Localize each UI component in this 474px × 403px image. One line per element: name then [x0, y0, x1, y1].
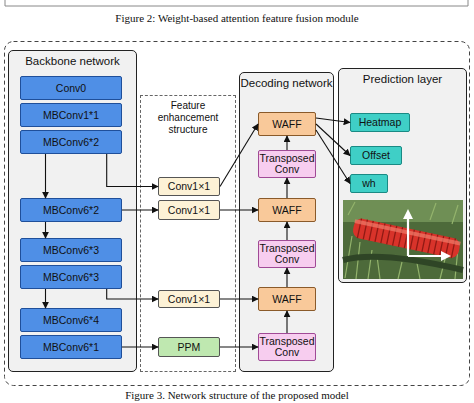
block-label: Offset [362, 150, 390, 161]
conv-block: Conv1×1 [158, 200, 220, 220]
upsample-block: Transposed Conv [258, 240, 316, 268]
conv-block: MBConv6*1 [20, 335, 122, 359]
flow-arrow [286, 136, 287, 150]
panel-heading: Feature enhancement structure [141, 96, 235, 136]
block-label: Heatmap [359, 117, 402, 128]
block-label: wh [362, 178, 375, 189]
conv-block: MBConv6*3 [20, 265, 122, 289]
module-panel: Prediction layerHeatmapOffset wh [338, 68, 467, 283]
output-head: wh [350, 174, 388, 193]
flow-arrow [316, 124, 350, 156]
block-label: Conv1×1 [168, 181, 210, 192]
block-label: WAFF [272, 119, 301, 130]
module-panel: Decoding networkWAFFTransposed ConvWAFFT… [239, 72, 334, 372]
figure-note: Figure 2: Weight-based attention feature… [0, 12, 474, 25]
block-label: WAFF [272, 205, 301, 216]
conv-block: Conv1×1 [158, 177, 220, 196]
block-label: Conv1×1 [168, 205, 210, 216]
block-label: Transposed Conv [259, 336, 315, 358]
block-label: MBConv6*2 [43, 137, 99, 148]
previous-figure-frame [5, 0, 468, 6]
conv-block: Conv1×1 [158, 290, 220, 308]
fusion-block: WAFF [258, 112, 316, 136]
flow-arrow [220, 346, 258, 347]
upsample-block: Transposed Conv [258, 333, 316, 361]
panel-heading: Decoding network [240, 73, 333, 90]
figure-caption: Figure 3. Network structure of the propo… [0, 389, 474, 402]
outer-dashed-frame [5, 42, 470, 386]
flow-arrow [122, 346, 158, 347]
block-label: MBConv6*3 [43, 245, 99, 256]
block-label: MBConv6*3 [43, 272, 99, 283]
conv-block: MBConv6*2 [20, 130, 122, 154]
conv-block: MBConv6*3 [20, 238, 122, 262]
flow-arrow [286, 311, 287, 333]
block-label: PPM [178, 342, 201, 353]
conv-block: MBConv6*4 [20, 308, 122, 332]
module-group: Feature enhancement structureConv1×1Conv… [140, 95, 236, 372]
flow-arrow [107, 289, 158, 299]
block-label: Conv1×1 [168, 294, 210, 305]
flow-arrow [45, 289, 46, 308]
flow-arrow [286, 178, 287, 198]
flow-arrow [107, 154, 158, 187]
pipe-photo [343, 200, 463, 279]
module-panel: Backbone networkConv0MBConv1*1MBConv6*2M… [8, 50, 137, 372]
flow-arrow [316, 118, 350, 123]
block-label: MBConv1*1 [43, 110, 99, 121]
block-label: MBConv6*4 [43, 315, 99, 326]
conv-block: MBConv6*2 [20, 198, 122, 222]
upsample-block: Transposed Conv [258, 150, 316, 178]
flow-arrow [286, 268, 287, 287]
flow-arrow [220, 124, 258, 187]
block-label: MBConv6*1 [43, 342, 99, 353]
block-label: WAFF [272, 294, 301, 305]
block-label: Transposed Conv [259, 243, 315, 265]
flow-arrow [316, 130, 350, 184]
flow-arrow [220, 298, 258, 299]
flow-arrow [122, 209, 158, 210]
block-label: Conv0 [56, 83, 86, 94]
block-label: Transposed Conv [259, 153, 315, 175]
flow-arrow [45, 222, 46, 238]
flow-arrow [286, 222, 287, 240]
output-head: Heatmap [350, 113, 410, 132]
block-label: MBConv6*2 [43, 205, 99, 216]
fusion-block: WAFF [258, 198, 316, 222]
panel-heading: Backbone network [9, 51, 136, 68]
fusion-block: WAFF [258, 287, 316, 311]
output-head: Offset [350, 146, 402, 165]
pooling-block: PPM [158, 337, 220, 357]
panel-heading: Prediction layer [339, 69, 466, 86]
conv-block: Conv0 [20, 76, 122, 100]
conv-block: MBConv1*1 [20, 103, 122, 127]
flow-arrow [220, 209, 258, 210]
flow-arrow [45, 154, 46, 198]
